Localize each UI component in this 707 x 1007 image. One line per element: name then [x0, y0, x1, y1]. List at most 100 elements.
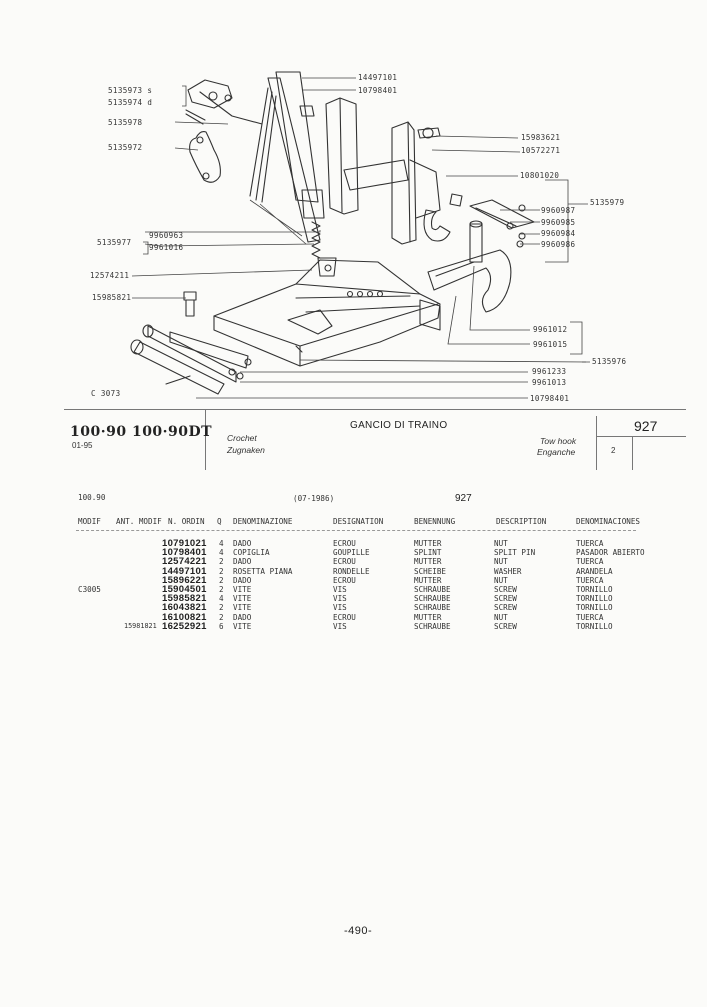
- callout-10798401: 10798401: [358, 86, 398, 95]
- table-cell: VIS: [333, 584, 347, 594]
- callout-10798401b: 10798401: [530, 394, 570, 403]
- group-title: GANCIO DI TRAINO: [350, 420, 448, 431]
- table-cell: 4: [219, 594, 224, 604]
- table-cell: TUERCA: [576, 575, 604, 585]
- table-cell: ECROU: [333, 575, 356, 585]
- header-divider-sheet: [632, 436, 633, 470]
- table-cell: 15896221: [162, 574, 207, 586]
- table-cell: 15985821: [162, 593, 207, 605]
- table-cell: 6: [219, 621, 224, 631]
- column-quantity: 4 4 2 2 2 2 4 2 2 6: [219, 539, 224, 631]
- table-cell: 2: [219, 575, 224, 585]
- table-cell: SPLINT: [414, 548, 442, 558]
- table-cell: RONDELLE: [333, 566, 370, 576]
- column-italian: DADO COPIGLIA DADO ROSETTA PIANA DADO VI…: [233, 539, 292, 631]
- subtitle-fr: Crochet: [227, 433, 257, 443]
- tow-hook: [427, 249, 512, 313]
- table-cell: SCREW: [494, 603, 517, 613]
- table-cell: GOUPILLE: [333, 548, 370, 558]
- table-cell: [124, 576, 157, 585]
- col-benennung: BENENNUNG: [414, 517, 456, 526]
- table-cell: 2: [219, 612, 224, 622]
- page-number: -490-: [344, 925, 373, 937]
- col-ordin: N. ORDIN: [168, 517, 205, 526]
- table-cell: [78, 613, 101, 622]
- table-cell: SCHEIBE: [414, 566, 447, 576]
- header-top-rule: [64, 409, 686, 410]
- callout-9960985: 9960985: [541, 218, 576, 227]
- col-q: Q: [217, 517, 222, 526]
- hitch-frame: [213, 283, 441, 367]
- table-cell: COPIGLIA: [233, 548, 270, 558]
- table-cell: [78, 594, 101, 603]
- table-cell: [124, 539, 157, 548]
- table-cell: [78, 548, 101, 557]
- table-cell: MUTTER: [414, 612, 442, 622]
- table-cell: VITE: [233, 594, 252, 604]
- callout-9961015: 9961015: [533, 340, 568, 349]
- callout-5135972: 5135972: [108, 143, 143, 152]
- tow-bar-upper: [147, 325, 237, 383]
- col-denominazione: DENOMINAZIONE: [233, 517, 293, 526]
- table-cell: 4: [219, 548, 224, 558]
- table-cell: TUERCA: [576, 539, 604, 548]
- table-cell: [78, 557, 101, 566]
- callout-9960986: 9960986: [541, 240, 576, 249]
- table-cell: WASHER: [494, 566, 522, 576]
- table-cell: 10798401: [162, 547, 207, 559]
- column-part-number: 10791021 10798401 12574221 14497101 1589…: [162, 539, 207, 631]
- table-cell: MUTTER: [414, 557, 442, 567]
- table-cell: [124, 548, 157, 557]
- table-cell: TUERCA: [576, 612, 604, 622]
- table-cell: 15981821: [124, 621, 157, 630]
- subtitle-de: Zugnaken: [227, 445, 265, 455]
- list-group: 927: [455, 493, 472, 504]
- tow-bar-lower: [133, 341, 225, 395]
- column-english: NUT SPLIT PIN NUT WASHER NUT SCREW SCREW…: [494, 539, 535, 631]
- table-cell: TUERCA: [576, 557, 604, 567]
- table-cell: C3005: [78, 584, 101, 594]
- table-cell: TORNILLO: [576, 594, 613, 604]
- callout-14497101: 14497101: [358, 73, 398, 82]
- table-cell: NUT: [494, 575, 508, 585]
- table-cell: [124, 613, 157, 622]
- table-cell: [78, 539, 101, 548]
- column-french: ECROU GOUPILLE ECROU RONDELLE ECROU VIS …: [333, 539, 370, 631]
- sheet-number: 2: [611, 446, 616, 455]
- table-cell: SCREW: [494, 594, 517, 604]
- table-cell: 10791021: [162, 538, 207, 549]
- table-cell: DADO: [233, 575, 252, 585]
- shackle: [189, 131, 221, 183]
- table-cell: [78, 622, 101, 631]
- table-header-rule: [76, 530, 636, 531]
- table-cell: ECROU: [333, 539, 356, 548]
- callout-12574211: 12574211: [90, 271, 130, 280]
- table-cell: VIS: [333, 603, 347, 613]
- table-cell: 16043821: [162, 602, 207, 614]
- callout-5135973: 5135973 s: [108, 86, 153, 95]
- table-cell: ARANDELA: [576, 566, 613, 576]
- lift-rod: [267, 77, 321, 243]
- table-cell: TORNILLO: [576, 621, 613, 631]
- table-cell: 15904501: [162, 583, 207, 595]
- callout-9960987: 9960987: [541, 206, 576, 215]
- table-cell: 12574221: [162, 556, 207, 568]
- table-cell: SCHRAUBE: [414, 594, 451, 604]
- callout-5135974: 5135974 d: [108, 98, 153, 107]
- table-cell: [124, 603, 157, 612]
- table-cell: VIS: [333, 621, 347, 631]
- callout-5135978: 5135978: [108, 118, 143, 127]
- table-cell: DADO: [233, 612, 252, 622]
- table-cell: NUT: [494, 612, 508, 622]
- header-divider: [205, 410, 206, 470]
- list-range: (07-1986): [293, 494, 335, 503]
- table-cell: [78, 567, 101, 576]
- callout-5135977: 5135977: [97, 238, 132, 247]
- header-divider-right: [596, 416, 597, 470]
- table-cell: SCREW: [494, 621, 517, 631]
- table-cell: DADO: [233, 539, 252, 548]
- table-cell: 16252921: [162, 620, 207, 632]
- table-cell: MUTTER: [414, 539, 442, 548]
- table-cell: 2: [219, 584, 224, 594]
- table-cell: TORNILLO: [576, 584, 613, 594]
